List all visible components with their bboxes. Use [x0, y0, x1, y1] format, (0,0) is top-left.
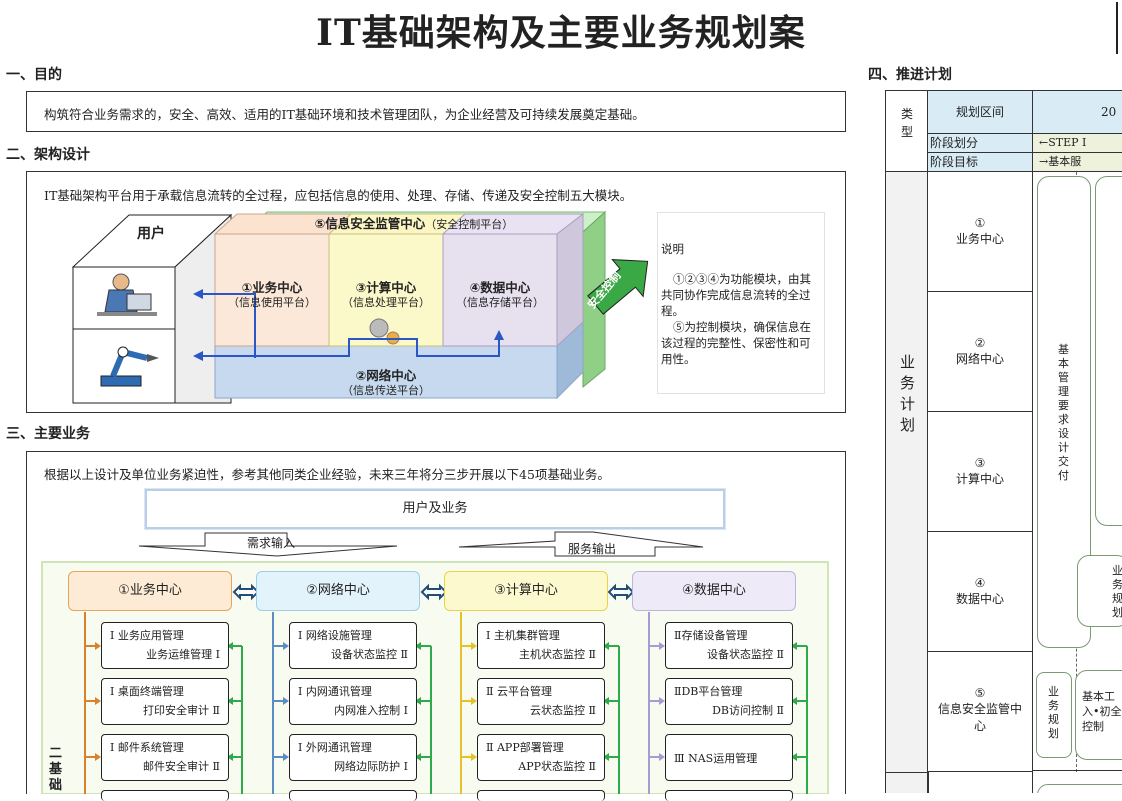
list-item: Ⅰ 网络设施管理设备状态监控 Ⅱ: [289, 622, 417, 669]
list-item: Ⅰ 业务应用管理业务运维管理 Ⅰ: [101, 622, 229, 669]
biz-plan-cell: 业务计划: [885, 171, 928, 773]
robot-arm-icon: [100, 346, 159, 387]
architecture-diagram: [71, 210, 649, 404]
security-center-title: ⑤信息安全监管中心: [314, 216, 426, 231]
user-label: 用户: [137, 226, 165, 242]
center-business: ①业务中心: [68, 571, 232, 611]
range-header: 规划区间: [927, 90, 1033, 134]
note-paragraph-1: ①②③④为功能模块，由其共同协作完成信息流转的全过程。: [661, 272, 811, 318]
note-paragraph-2: ⑤为控制模块，确保信息在该过程的完整性、保密性和可用性。: [661, 320, 811, 366]
business-center-block: [214, 233, 330, 347]
architecture-intro: IT基础架构平台用于承载信息流转的全过程，应包括信息的使用、处理、存储、传递及安…: [44, 188, 633, 203]
demand-input-arrow: [138, 532, 398, 557]
security-plan-block: 基本工入•初全控制: [1075, 670, 1122, 760]
data-plan-block: 业务规划: [1077, 555, 1122, 627]
divider: [1116, 2, 1118, 54]
service-output-arrow: [458, 531, 704, 557]
list-item: Ⅰ 外网通讯管理网络边际防护 Ⅰ: [289, 734, 417, 781]
service-output-label: 服务输出: [568, 542, 617, 556]
security-control-arrow: [587, 259, 649, 315]
business-intro: 根据以上设计及单位业务紧迫性，参考其他同类企业经验，未来三年将分三步开展以下45…: [44, 467, 610, 482]
list-item: Ⅰ 桌面终端管理打印安全审计 Ⅱ: [101, 678, 229, 725]
users-and-business-box: 用户及业务: [145, 489, 725, 529]
type-header: 类型: [885, 90, 928, 172]
legend-note: 说明 ①②③④为功能模块，由其共同协作完成信息流转的全过程。 ⑤为控制模块，确保…: [657, 212, 825, 394]
network-center-sub: （信息传送平台）: [342, 384, 430, 397]
plan-table: 类型 规划区间 20 阶段划分 ←STEP Ⅰ 阶段目标 →基本服 业务计划 ①…: [885, 90, 1122, 793]
user-laptop-icon: [97, 273, 157, 316]
list-item: [477, 790, 605, 801]
double-arrows: [232, 583, 635, 601]
plan-block-2: [1095, 176, 1122, 526]
section-heading-purpose: 一、目的: [6, 67, 62, 83]
list-item: [101, 790, 229, 801]
purpose-text: 构筑符合业务需求的，安全、高效、适用的IT基础环境和技术管理团队，为企业经营及可…: [44, 107, 645, 122]
list-item: [665, 790, 793, 801]
goal-value: →基本服: [1032, 152, 1122, 172]
business-box: 根据以上设计及单位业务紧迫性，参考其他同类企业经验，未来三年将分三步开展以下45…: [26, 451, 846, 801]
list-item: Ⅰ 内网通讯管理内网准入控制 Ⅰ: [289, 678, 417, 725]
section-heading-business: 三、主要业务: [6, 426, 90, 442]
note-title: 说明: [661, 242, 684, 256]
list-item: Ⅰ 邮件系统管理邮件安全审计 Ⅱ: [101, 734, 229, 781]
stage-header: 阶段划分: [927, 133, 1033, 153]
list-item: Ⅲ NAS运用管理: [665, 734, 793, 781]
data-center-title: ④数据中心: [469, 280, 531, 295]
connector-arrows: [85, 642, 807, 761]
demand-input-label: 需求输入: [247, 536, 296, 550]
page-title: IT基础架构及主要业务规划案: [316, 12, 806, 54]
stage-value: ←STEP Ⅰ: [1032, 133, 1122, 153]
business-center-sub: （信息使用平台）: [228, 296, 316, 309]
center-network: ②网络中心: [256, 571, 420, 611]
compute-center-sub: （信息处理平台）: [342, 296, 430, 309]
center-data: ④数据中心: [632, 571, 796, 611]
list-item: Ⅱ存储设备管理设备状态监控 Ⅱ: [665, 622, 793, 669]
section-heading-architecture: 二、架构设计: [6, 147, 90, 163]
range-value: 20: [1032, 90, 1122, 134]
goal-header: 阶段目标: [927, 152, 1033, 172]
biz-plan-side-block: 业务规划: [1036, 672, 1072, 758]
center-compute: ③计算中心: [444, 571, 608, 611]
flow-arrow-up: [199, 293, 256, 358]
network-center-title: ②网络中心: [355, 368, 417, 383]
list-item: [289, 790, 417, 801]
architecture-box: IT基础架构平台用于承载信息流转的全过程，应包括信息的使用、处理、存储、传递及安…: [26, 171, 846, 413]
compute-center-title: ③计算中心: [355, 280, 417, 295]
gear-icon: [369, 318, 389, 338]
data-center-sub: （信息存储平台）: [456, 296, 544, 309]
section-heading-plan: 四、推进计划: [868, 67, 952, 83]
data-center-block: [442, 233, 558, 347]
list-item: Ⅱ 云平台管理云状态监控 Ⅱ: [477, 678, 605, 725]
purpose-box: 构筑符合业务需求的，安全、高效、适用的IT基础环境和技术管理团队，为企业经营及可…: [26, 91, 846, 132]
flow-arrow-network: [199, 334, 500, 357]
list-item: Ⅰ 主机集群管理主机状态监控 Ⅱ: [477, 622, 605, 669]
security-center-sub: （安全控制平台）: [425, 218, 514, 231]
side-label: 二基础: [49, 746, 63, 793]
business-center-title: ①业务中心: [241, 280, 303, 295]
